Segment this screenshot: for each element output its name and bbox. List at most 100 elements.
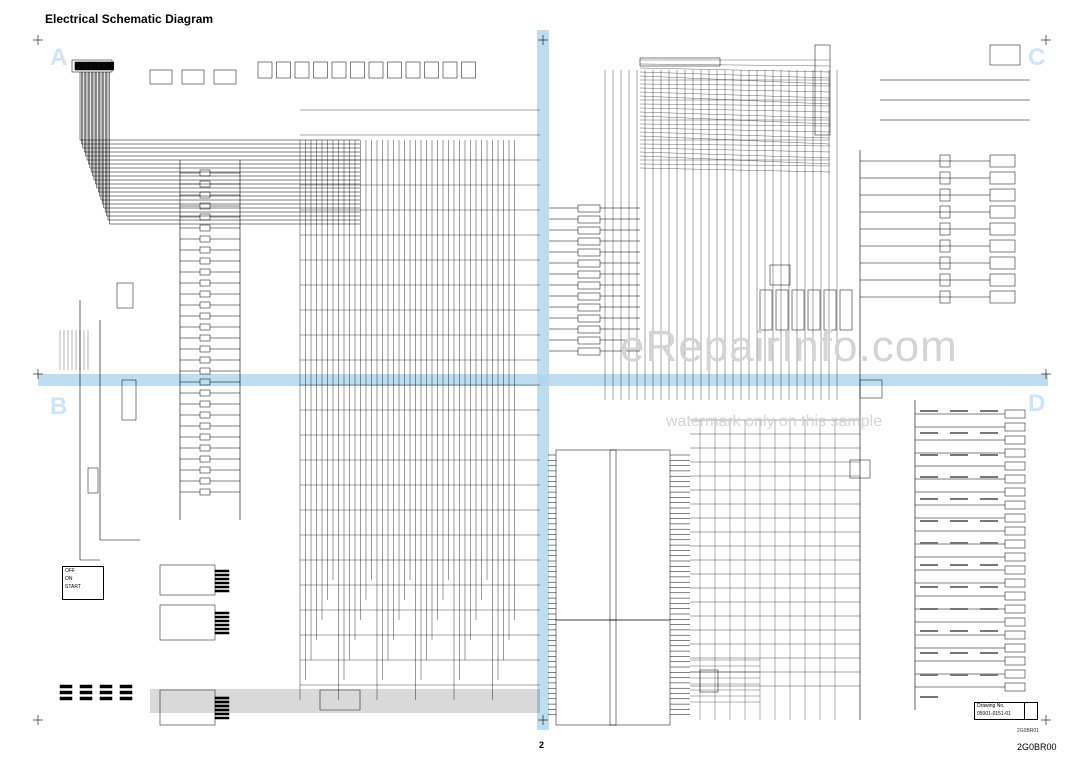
- module-block: [791, 289, 805, 331]
- left-controller-2: [159, 604, 216, 641]
- label-mark: [920, 520, 938, 522]
- solenoid-box: [1004, 591, 1026, 601]
- connector-pin: [109, 61, 112, 71]
- sensor-connector: [989, 290, 1016, 304]
- switch-box: [350, 61, 365, 79]
- controller-module-2: [609, 449, 671, 621]
- pin-strip: [214, 708, 230, 712]
- switch-box: [257, 61, 273, 79]
- label-mark: [950, 476, 968, 478]
- solenoid-box: [1004, 682, 1026, 692]
- pin-strip: [214, 696, 230, 700]
- fuse-element: [199, 455, 211, 463]
- label-mark: [950, 542, 968, 544]
- solenoid-box: [1004, 461, 1026, 471]
- document-code: 2G0BR00: [1017, 742, 1057, 752]
- pin-strip: [214, 581, 230, 585]
- switch-box: [442, 61, 458, 79]
- relay-box: [577, 347, 601, 356]
- connector-pin: [108, 61, 111, 71]
- harness-wire: [639, 147, 831, 153]
- switch-box: [294, 61, 310, 79]
- fuse-element: [199, 367, 211, 375]
- pin-strip: [214, 619, 230, 623]
- zone-label-a: A: [50, 44, 68, 71]
- terminal-strip: [119, 684, 133, 689]
- pin-strip: [214, 700, 230, 704]
- switch-box: [276, 61, 291, 79]
- fuse-element: [199, 235, 211, 243]
- connector-pin: [98, 61, 100, 71]
- fuse-element: [199, 411, 211, 419]
- relay-box: [577, 259, 601, 268]
- harness-wire: [639, 123, 831, 127]
- label-mark: [980, 564, 998, 566]
- label-mark: [920, 432, 938, 434]
- sensor-connector: [989, 239, 1016, 253]
- zone-label-b: B: [50, 393, 68, 420]
- ignition-off: OFF: [65, 568, 75, 574]
- pin-strip: [214, 573, 230, 577]
- terminal-strip: [79, 696, 93, 701]
- switch-box: [313, 61, 328, 79]
- connector-pin: [74, 61, 77, 71]
- label-mark: [920, 630, 938, 632]
- pin-strip: [214, 569, 230, 573]
- solenoid-box: [1004, 539, 1026, 549]
- label-mark: [950, 454, 968, 456]
- fuse-element: [87, 467, 99, 494]
- connector-pin: [81, 61, 83, 71]
- switch-box: [405, 61, 421, 79]
- solenoid-box: [1004, 513, 1026, 523]
- pin-strip: [214, 631, 230, 635]
- label-mark: [920, 498, 938, 500]
- fuse-element: [199, 301, 211, 309]
- terminal-strip: [119, 690, 133, 695]
- controller-module-1: [555, 449, 617, 621]
- label-mark: [950, 564, 968, 566]
- solenoid-box: [1004, 474, 1026, 484]
- harness-wire: [639, 103, 831, 107]
- connector-pin: [86, 61, 88, 71]
- relay-box: [577, 281, 601, 290]
- label-mark: [980, 630, 998, 632]
- fuse-element: [199, 488, 211, 496]
- label-mark: [980, 454, 998, 456]
- label-mark: [920, 476, 938, 478]
- fuse-element: [199, 444, 211, 452]
- fuse-element: [199, 191, 211, 199]
- watermark-main: eRepairInfo.com: [620, 322, 958, 371]
- ignition-on: ON: [65, 576, 73, 582]
- connector-pin: [83, 61, 86, 71]
- harness-wire: [639, 143, 831, 147]
- fuse-element: [199, 389, 211, 397]
- solenoid-box: [1004, 643, 1026, 653]
- connector-pin: [107, 61, 109, 71]
- fuse-element: [199, 169, 211, 177]
- left-controller-1: [159, 564, 216, 596]
- label-mark: [920, 564, 938, 566]
- relay-box: [149, 69, 173, 85]
- solenoid-box: [1004, 448, 1026, 458]
- top-right-connector: [639, 57, 721, 67]
- module-block: [807, 289, 821, 331]
- terminal-strip: [99, 690, 113, 695]
- module-block: [823, 289, 837, 331]
- fuse-element: [199, 334, 211, 342]
- solenoid-box: [1004, 552, 1026, 562]
- connector-pin: [105, 61, 108, 71]
- module-block: [759, 289, 773, 331]
- module-block: [839, 289, 853, 331]
- connector-pin: [95, 61, 98, 71]
- harness-wire: [639, 163, 831, 167]
- switch-box: [461, 61, 476, 79]
- connector-pin: [99, 61, 101, 71]
- label-mark: [950, 410, 968, 412]
- solenoid-box: [1004, 604, 1026, 614]
- page-title: Electrical Schematic Diagram: [45, 12, 214, 26]
- label-mark: [920, 674, 938, 676]
- solenoid-box: [1004, 409, 1026, 419]
- connector-pin: [112, 61, 114, 71]
- relay-box: [181, 69, 205, 85]
- fuse-element: [199, 290, 211, 298]
